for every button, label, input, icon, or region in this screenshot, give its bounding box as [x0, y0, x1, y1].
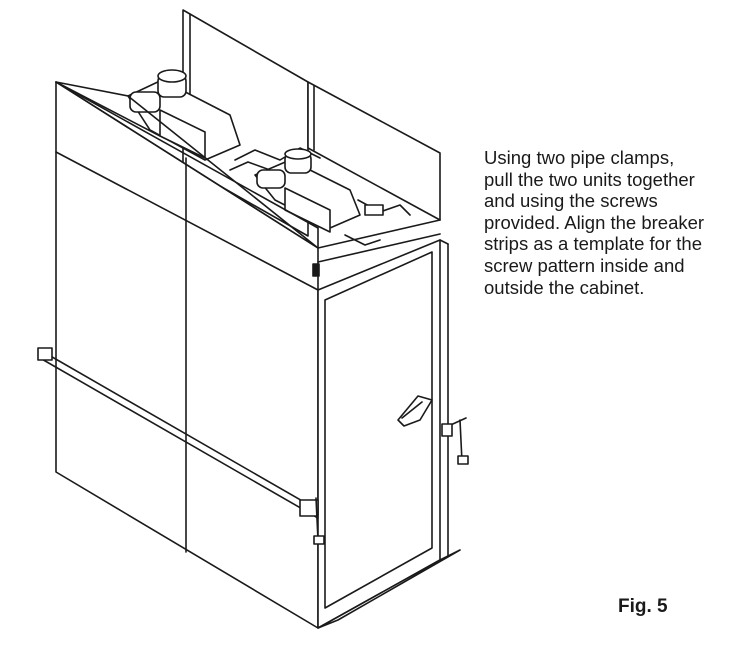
pipe-clamp-side — [441, 417, 469, 465]
assembly-instructions: Using two pipe clamps, pull the two unit… — [484, 147, 705, 298]
cabinet-illustration — [37, 9, 469, 629]
refrigeration-unit-left — [127, 69, 321, 171]
right-cabinet — [317, 239, 461, 629]
door-handle-icon — [397, 395, 433, 427]
pipe-clamp-bar — [37, 347, 325, 545]
refrigeration-unit-right — [254, 148, 411, 246]
left-cabinet — [55, 81, 320, 629]
figure-label: Fig. 5 — [618, 596, 668, 617]
top-rail — [317, 219, 441, 263]
